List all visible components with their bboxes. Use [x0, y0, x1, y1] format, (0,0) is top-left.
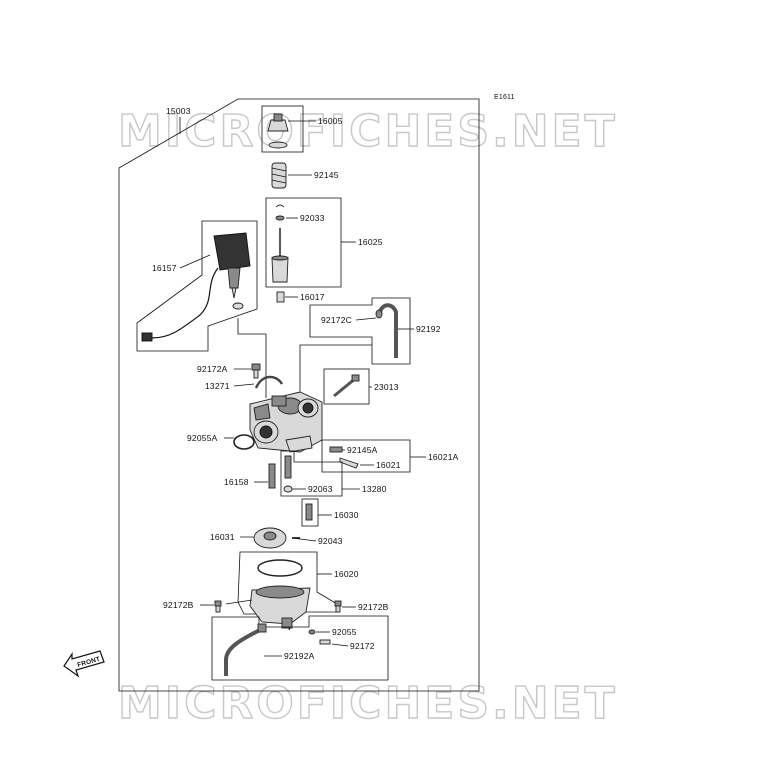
carburetor-body-icon: [249, 391, 323, 453]
label-16158: 16158: [224, 477, 249, 487]
float-bowl-icon: [249, 585, 311, 629]
label-92063: 92063: [308, 484, 333, 494]
label-92172: 92172: [350, 641, 375, 651]
needle-icon: [271, 228, 289, 283]
label-92192: 92192: [416, 324, 441, 334]
box-16025: [265, 197, 342, 288]
box-13280: [280, 450, 343, 497]
leader-bowl-left: [225, 599, 253, 605]
bolt-icon-left: [214, 600, 222, 613]
bolt-icon-right: [334, 600, 342, 613]
label-16030: 16030: [334, 510, 359, 520]
slow-jet-icon: [305, 503, 313, 521]
label-15003: 15003: [166, 106, 191, 116]
box-16021A: [321, 439, 411, 473]
main-jet-icon: [268, 463, 276, 489]
label-92192A: 92192A: [284, 651, 315, 661]
diagram-code: E1611: [494, 94, 515, 101]
label-92172B-left: 92172B: [163, 600, 194, 610]
drain-hose-icon: [224, 623, 267, 676]
label-23013: 23013: [374, 382, 399, 392]
label-16157: 16157: [152, 263, 177, 273]
box-92192: [309, 297, 411, 365]
holder-icon: [283, 455, 293, 493]
label-92055: 92055: [332, 627, 357, 637]
box-16030: [301, 498, 319, 527]
box-23013: [323, 368, 370, 405]
box-92192A: [211, 615, 389, 681]
valve-icon: [333, 374, 360, 398]
bracket-icon: [254, 375, 284, 389]
screw-icon: [251, 363, 261, 379]
label-16021: 16021: [376, 460, 401, 470]
hose-icon: [375, 303, 398, 358]
label-16021A: 16021A: [428, 452, 459, 462]
cap-icon: [267, 113, 289, 149]
leader-hose-body: [299, 344, 372, 392]
leader-92172: [331, 643, 349, 647]
label-92033: 92033: [300, 213, 325, 223]
leader-choke-body: [237, 318, 267, 398]
choke-icon: [141, 232, 251, 342]
float-icon: [253, 527, 287, 549]
label-92043: 92043: [318, 536, 343, 546]
pilot-screw-icon: [329, 446, 359, 469]
label-92172B-right: 92172B: [358, 602, 389, 612]
watermark-top: MICROFICHES.NET: [118, 106, 618, 157]
label-92172A: 92172A: [197, 364, 228, 374]
label-16031: 16031: [210, 532, 235, 542]
oring-icon: [233, 434, 255, 450]
gasket-icon: [257, 559, 303, 577]
drain-screw-icon: [308, 629, 331, 645]
label-92145A: 92145A: [347, 445, 378, 455]
spring-icon: [271, 162, 287, 189]
label-16025: 16025: [358, 237, 383, 247]
label-92055A: 92055A: [187, 433, 218, 443]
clip-icon: [275, 204, 285, 221]
leader-16157: [179, 254, 211, 269]
leader-13271: [233, 383, 255, 387]
watermark-bottom: MICROFICHES.NET: [118, 678, 618, 729]
assembly-outline: [118, 98, 480, 692]
label-16020: 16020: [334, 569, 359, 579]
box-16005: [261, 105, 304, 153]
box-16157: [136, 220, 258, 352]
label-92172C: 92172C: [321, 315, 352, 325]
label-13280: 13280: [362, 484, 387, 494]
label-92145: 92145: [314, 170, 339, 180]
front-arrow-icon: FRONT: [63, 650, 105, 678]
label-16005: 16005: [318, 116, 343, 126]
leader-92172C: [355, 317, 377, 321]
jet-needle-icon: [276, 291, 285, 303]
label-16017: 16017: [300, 292, 325, 302]
label-13271: 13271: [205, 381, 230, 391]
